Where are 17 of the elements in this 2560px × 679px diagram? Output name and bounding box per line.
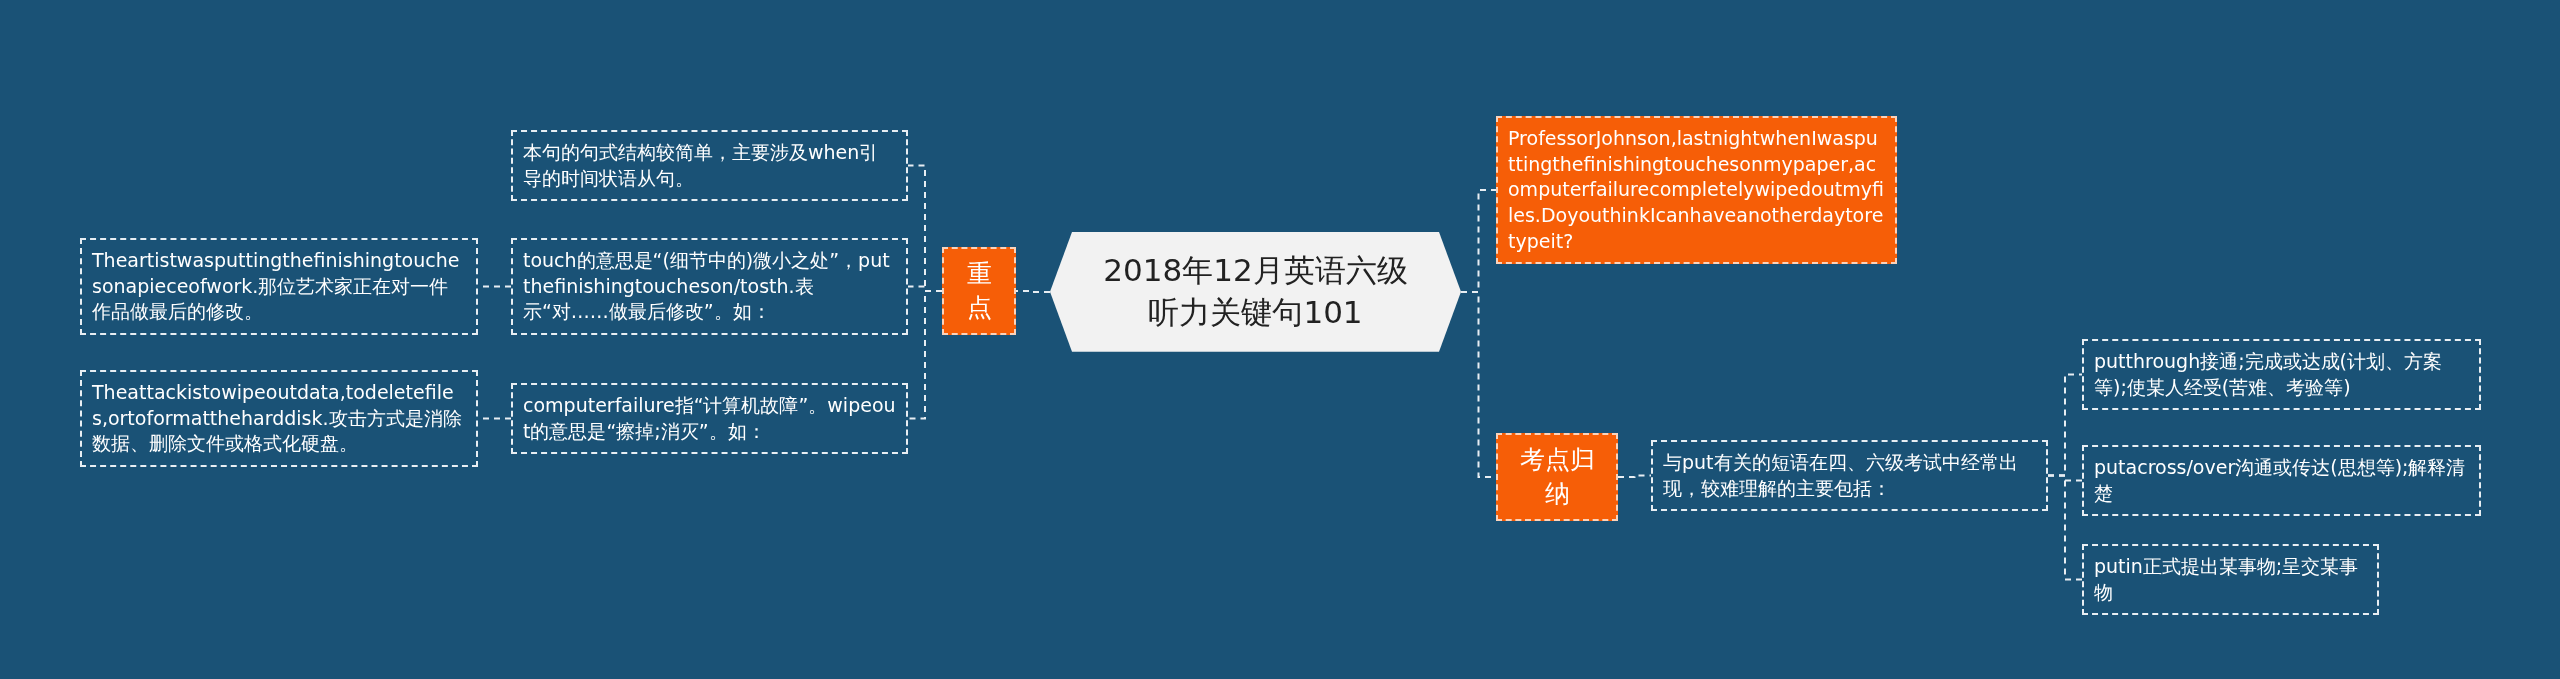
connector: [1617, 474, 1652, 478]
connector: [2047, 474, 2083, 581]
note-box: computerfailure指“计算机故障”。wipeout的意思是“擦掉;消灭”。如：: [511, 383, 908, 455]
note-box: ProfessorJohnson,lastnightwhenIwasputtingthefinishingtouchesonmypaper,acomputerfailurecompletelywipedoutmyfiles.DoyouthinkIcanhaveanotherdaytoretypeit?: [1496, 116, 1897, 265]
note-box: 与put有关的短语在四、六级考试中经常出现，较难理解的主要包括：: [1651, 440, 2048, 512]
note-box: putthrough接通;完成或达成(计划、方案等);使某人经受(苦难、考验等): [2082, 339, 2481, 411]
note-box: 本句的句式结构较简单，主要涉及when引导的时间状语从句。: [511, 130, 908, 202]
branch-label: 考点归纳: [1496, 433, 1618, 521]
note-box: putin正式提出某事物;呈交某事物: [2082, 544, 2379, 616]
note-box: putacross/over沟通或传达(思想等);解释清楚: [2082, 445, 2481, 517]
note-box: touch的意思是“(细节中的)微小之处”，putthefinishingtoucheson/tosth.表示“对……做最后修改”。如：: [511, 238, 908, 335]
note-box: Theartistwasputtingthefinishingtouchesonapieceofwork.那位艺术家正在对一件作品做最后的修改。: [80, 238, 478, 335]
central-topic: 2018年12月英语六级听力关键句101: [1050, 232, 1461, 352]
branch-label: 重点: [942, 247, 1016, 335]
note-box: Theattackistowipeoutdata,todeletefiles,ortoformattheharddisk.攻击方式是消除数据、删除文件或格式化硬盘。: [80, 370, 478, 467]
connector: [1015, 290, 1051, 293]
connector: [907, 290, 943, 420]
